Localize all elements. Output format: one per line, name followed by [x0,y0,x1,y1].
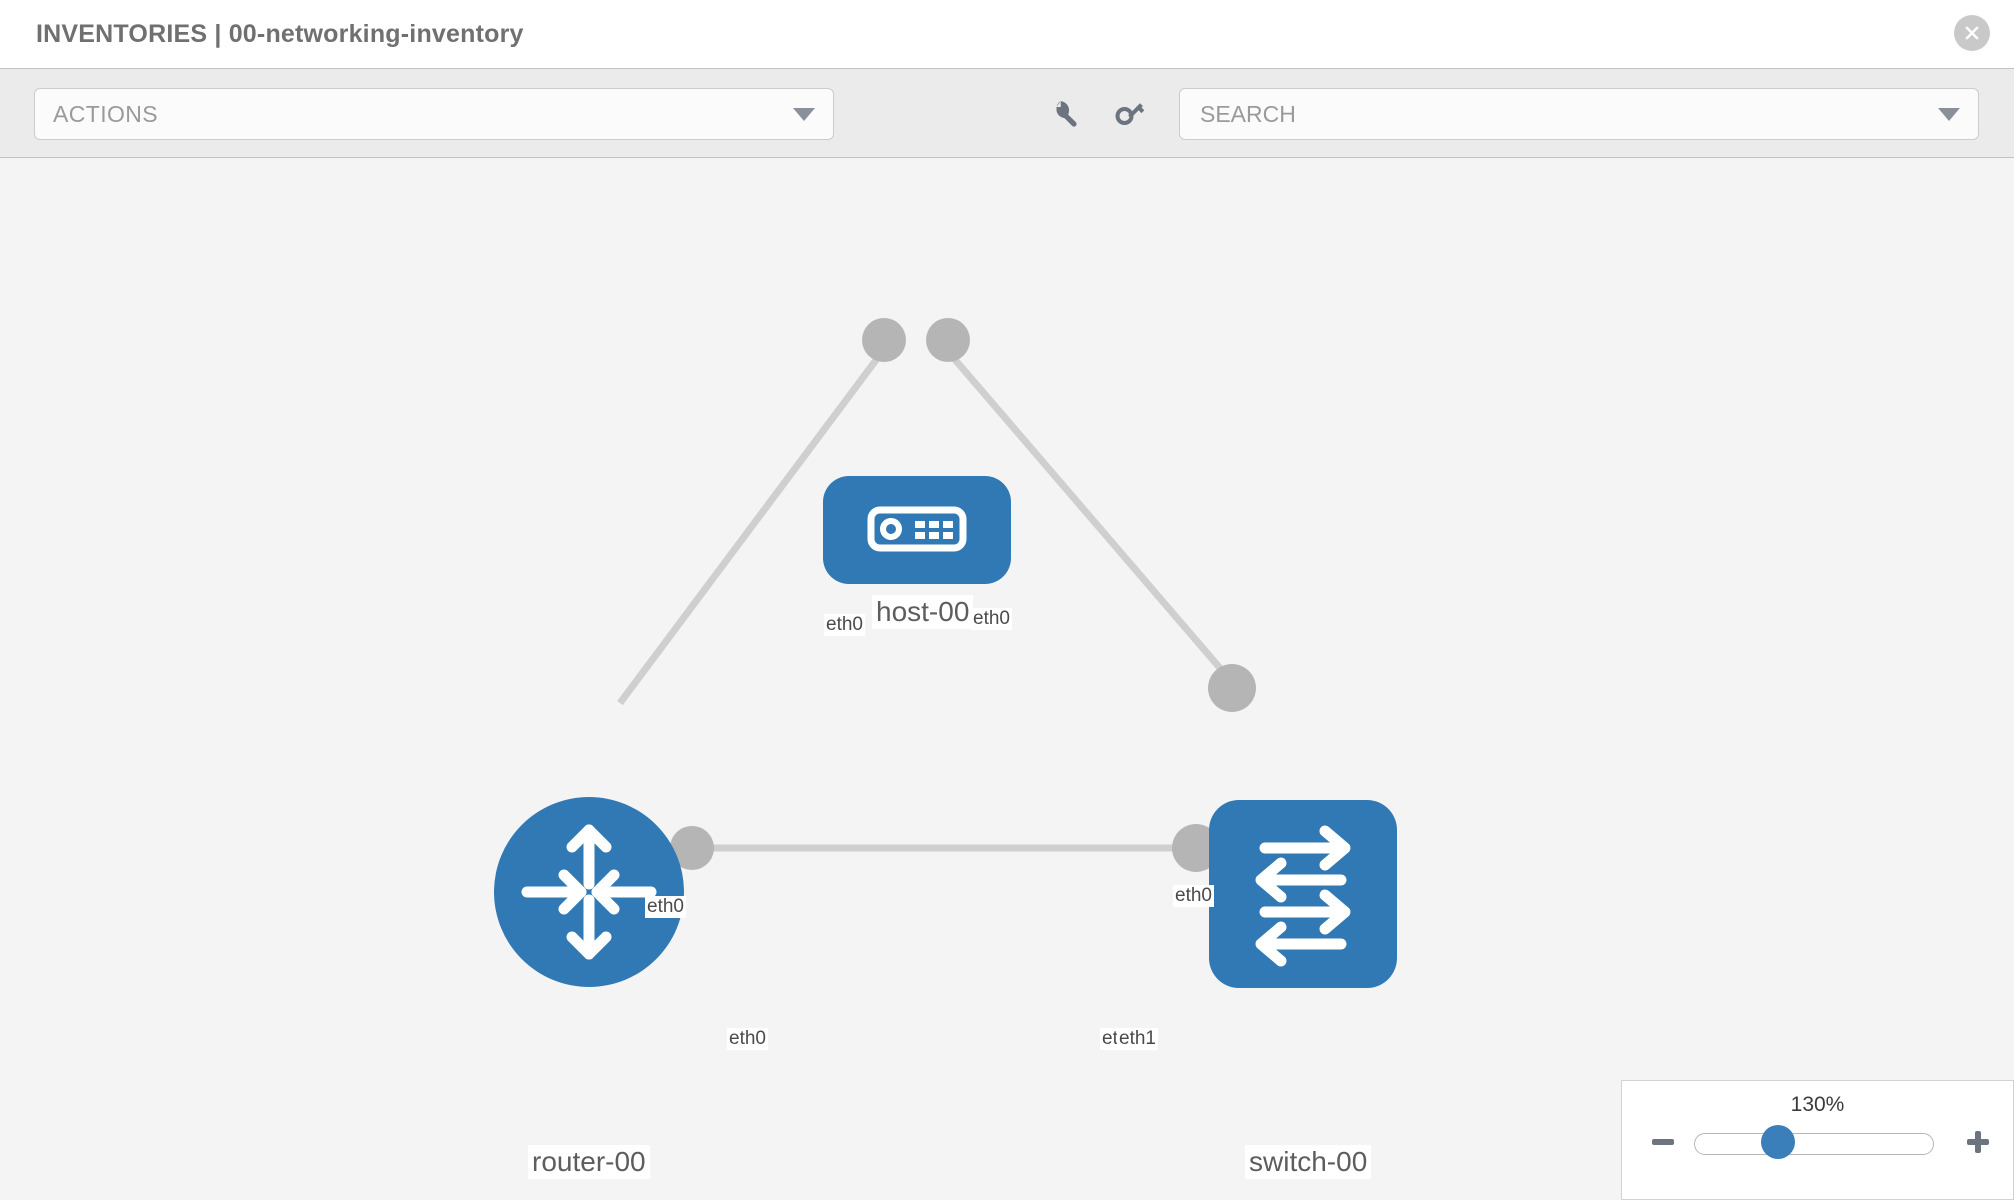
key-button[interactable] [1114,97,1152,135]
chevron-down-icon [793,107,815,121]
search-field[interactable] [1179,88,1979,140]
search-input[interactable] [1198,99,1902,129]
link-host-switch[interactable] [942,345,1253,706]
zoom-level-label: 130% [1790,1093,1845,1116]
node-label-switch-00: switch-00 [1245,1145,1372,1179]
close-icon [1965,26,1979,40]
port-label-host-eth0-right: eth0 [971,608,1012,630]
port-connector[interactable] [1208,664,1256,712]
port-connector[interactable] [670,826,714,870]
page-header: INVENTORIES | 00-networking-inventory [0,0,2014,68]
port-connector[interactable] [926,318,970,362]
chevron-down-icon[interactable] [1938,107,1960,121]
wrench-icon [1056,101,1077,127]
port-connector[interactable] [1172,824,1220,872]
node-router-00[interactable] [494,797,684,987]
key-icon [1115,103,1145,125]
close-button[interactable] [1954,15,1990,51]
node-switch-00[interactable] [1209,800,1397,988]
zoom-slider-thumb[interactable] [1761,1125,1795,1159]
page-title: INVENTORIES | 00-networking-inventory [36,19,524,48]
toolbar: ACTIONS [0,68,2014,158]
topology-graph [494,318,1397,988]
actions-dropdown[interactable]: ACTIONS [34,88,834,140]
port-label-switch-eth1: eth1 [1117,1028,1158,1050]
plus-icon [1967,1131,1989,1153]
wrench-button[interactable] [1046,97,1084,135]
minus-icon [1652,1139,1674,1145]
node-label-router-00: router-00 [528,1145,650,1179]
port-label-router-eth0-up: eth0 [645,896,686,918]
port-label-router-eth0-right: eth0 [727,1028,768,1050]
port-label-switch-eth0-up: eth0 [1173,885,1214,907]
zoom-in-button[interactable] [1965,1129,1991,1160]
zoom-slider-track[interactable] [1694,1133,1934,1155]
node-host-00[interactable] [823,476,1011,584]
port-connector[interactable] [862,318,906,362]
actions-dropdown-label: ACTIONS [53,100,159,127]
port-label-host-eth0-left: eth0 [824,614,865,636]
zoom-control-panel[interactable]: 130% [1621,1080,2014,1200]
zoom-out-button[interactable] [1650,1129,1676,1160]
topology-canvas[interactable]: host-00 router-00 switch-00 eth0 eth0 et… [0,158,2014,1200]
link-host-router[interactable] [617,345,888,706]
node-label-host-00: host-00 [872,595,974,629]
